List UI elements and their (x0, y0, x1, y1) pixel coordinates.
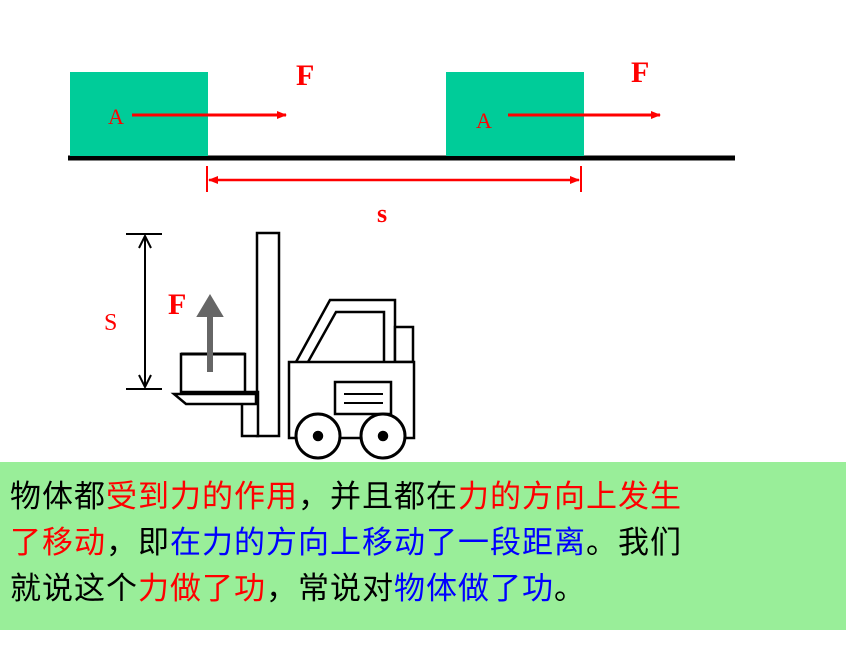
forklift-counterweight (393, 325, 415, 364)
explanation-line-1: 物体都受到力的作用，并且都在力的方向上发生 (10, 474, 836, 520)
distance-label: s (377, 199, 387, 228)
text-segment: ，常说对 (266, 571, 394, 607)
forklift-front-hub (312, 430, 324, 442)
text-segment: 。 (554, 571, 586, 607)
force-label-left: F (296, 59, 314, 92)
forklift-mast (255, 231, 281, 438)
forklift-engine-panel (333, 380, 393, 416)
explanation-line-2: 了移动，即在力的方向上移动了一段距离。我们 (10, 520, 836, 566)
lift-distance-label: S (104, 310, 117, 336)
lift-force-label: F (168, 288, 186, 321)
explanation-line-3: 就说这个力做了功，常说对物体做了功。 (10, 566, 836, 612)
text-segment: ，并且都在 (298, 479, 458, 515)
text-segment: 了移动 (10, 525, 106, 561)
text-segment: ，即 (106, 525, 170, 561)
lift-distance-arrow-top (138, 233, 152, 249)
text-segment: 。我们 (586, 525, 682, 561)
explanation-box: 物体都受到力的作用，并且都在力的方向上发生 了移动，即在力的方向上移动了一段距离… (0, 462, 846, 630)
forklift-forks (170, 392, 258, 406)
block-push-diagram: A F A F s (68, 56, 735, 228)
work-diagram: A F A F s (68, 56, 735, 460)
text-segment: 物体做了功 (394, 571, 554, 607)
lift-force-arrow-head (196, 294, 224, 317)
forklift-cab-frame (294, 298, 397, 363)
text-segment: 物体都 (10, 479, 106, 515)
forklift-diagram (126, 231, 416, 460)
force-label-right: F (631, 56, 649, 89)
text-segment: 受到力的作用 (106, 479, 298, 515)
text-segment: 在力的方向上移动了一段距离 (170, 525, 586, 561)
block-left-label: A (108, 104, 124, 129)
block-right-label: A (476, 108, 492, 133)
text-segment: 力的方向上发生 (458, 479, 682, 515)
forklift-cab-window (306, 310, 386, 363)
text-segment: 就说这个 (10, 571, 138, 607)
forklift-rear-hub (377, 430, 389, 442)
text-segment: 力做了功 (138, 571, 266, 607)
lift-distance-arrow-bottom (138, 374, 152, 390)
